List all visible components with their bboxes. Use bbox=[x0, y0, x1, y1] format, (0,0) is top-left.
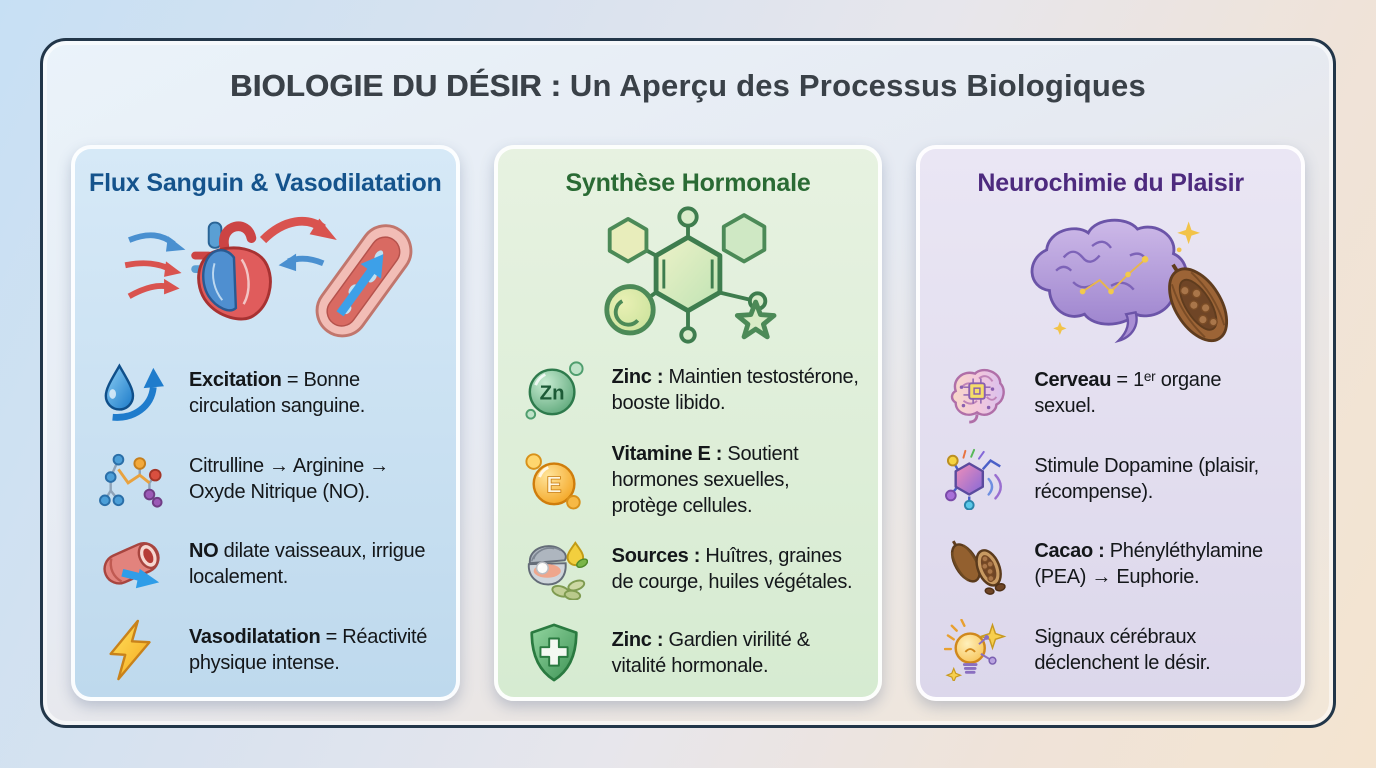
item-text-bold: Cacao : bbox=[1034, 540, 1105, 563]
item-text-rest: Maintien testostérone, booste libido. bbox=[611, 366, 859, 415]
page-title: BIOLOGIE DU DÉSIR : Un Aperçu des Proces… bbox=[43, 67, 1333, 105]
item-text-rest: dilate vaisseaux, irrigue localement. bbox=[189, 540, 426, 589]
card-flux-title: Flux Sanguin & Vasodilatation bbox=[89, 169, 442, 197]
cacao-pods-icon bbox=[934, 533, 1020, 596]
item-text: Vitamine E : Soutient hormones sexuelles… bbox=[612, 441, 860, 519]
card-synthese-hormonale: Synthèse Hormonale bbox=[493, 145, 883, 701]
flux-items: Excitation = Bonne circulation sanguine. bbox=[89, 356, 442, 687]
item-text-rest: = 1ᵉʳ organe sexuel. bbox=[1034, 368, 1222, 417]
vitamin-e-sphere-icon: E bbox=[512, 449, 598, 511]
brain-svg bbox=[1030, 218, 1228, 344]
item-text-rest: Citrulline → Arginine → Oxyde Nitrique (… bbox=[189, 454, 389, 503]
card-neurochimie: Neurochimie du Plaisir bbox=[916, 145, 1305, 701]
vitamin-e-symbol: E bbox=[546, 471, 562, 497]
item-text-rest: Signaux cérébraux déclenchent le désir. bbox=[1034, 626, 1211, 675]
zinc-symbol: Zn bbox=[539, 383, 564, 405]
blood-vessel-icon bbox=[89, 533, 175, 595]
list-item: Cacao : Phényléthylamine (PEA) → Euphori… bbox=[934, 531, 1287, 597]
dopamine-molecule-icon bbox=[934, 448, 1020, 510]
heart-vessel-svg bbox=[124, 217, 413, 338]
item-text-rest: Stimule Dopamine (plaisir, récompense). bbox=[1034, 454, 1259, 503]
item-text: Sources : Huîtres, graines de courge, hu… bbox=[612, 543, 860, 595]
item-text-bold: NO bbox=[189, 540, 219, 563]
item-text: Zinc : Maintien testostérone, booste lib… bbox=[612, 364, 860, 416]
lightbulb-sparkles-icon bbox=[934, 619, 1020, 682]
item-text-rest: Soutient hormones sexuelles, protège cel… bbox=[611, 442, 799, 517]
card-row: Flux Sanguin & Vasodilatation bbox=[71, 145, 1305, 701]
item-text-rest: Gardien virilité & vitalité hormonale. bbox=[611, 628, 810, 677]
card-neuro-title: Neurochimie du Plaisir bbox=[977, 169, 1244, 197]
item-text-bold: Zinc : bbox=[611, 628, 664, 651]
list-item: Stimule Dopamine (plaisir, récompense). bbox=[934, 446, 1287, 512]
list-item: Zn Zinc : Maintien testostérone, booste … bbox=[512, 357, 865, 423]
item-text-bold: Vitamine E : bbox=[611, 442, 723, 465]
neuro-items: Cerveau = 1ᵉʳ organe sexuel. bbox=[934, 356, 1287, 687]
item-text: Excitation = Bonne circulation sanguine. bbox=[189, 367, 437, 419]
list-item: NO dilate vaisseaux, irrigue localement. bbox=[89, 531, 442, 597]
item-text: Cerveau = 1ᵉʳ organe sexuel. bbox=[1034, 367, 1282, 419]
card-flux-sanguin: Flux Sanguin & Vasodilatation bbox=[71, 145, 460, 701]
list-item: Zinc : Gardien virilité & vitalité hormo… bbox=[512, 620, 865, 686]
page-title-rest: Un Aperçu des Processus Biologiques bbox=[561, 68, 1146, 103]
item-text: Vasodilatation = Réactivité physique int… bbox=[189, 624, 437, 676]
hormone-molecule-illustration bbox=[512, 200, 865, 348]
brain-chip-icon bbox=[934, 362, 1020, 424]
infographic-frame: BIOLOGIE DU DÉSIR : Un Aperçu des Proces… bbox=[40, 38, 1336, 728]
item-text-bold: Cerveau bbox=[1034, 368, 1112, 391]
zinc-sphere-icon: Zn bbox=[512, 359, 598, 421]
item-text-rest: Phényléthylamine (PEA) → Euphorie. bbox=[1034, 540, 1263, 589]
brain-and-cacao-illustration bbox=[934, 200, 1287, 348]
amino-acid-molecule-icon bbox=[89, 448, 175, 510]
item-text-rest: Huîtres, graines de courge, huiles végét… bbox=[611, 545, 853, 594]
droplet-up-arrow-icon bbox=[89, 362, 175, 424]
item-text-rest: = Bonne circulation sanguine. bbox=[189, 368, 366, 417]
item-text-bold: Excitation bbox=[189, 368, 282, 391]
item-text: NO dilate vaisseaux, irrigue localement. bbox=[189, 538, 437, 590]
list-item: Signaux cérébraux déclenchent le désir. bbox=[934, 617, 1287, 683]
item-text: Zinc : Gardien virilité & vitalité hormo… bbox=[612, 627, 860, 679]
card-hormone-title: Synthèse Hormonale bbox=[565, 169, 811, 197]
heart-and-vessel-illustration bbox=[89, 200, 442, 348]
hormone-items: Zn Zinc : Maintien testostérone, booste … bbox=[512, 356, 865, 687]
shield-cross-icon bbox=[512, 622, 598, 684]
molecule-svg bbox=[604, 206, 777, 344]
page-title-strong: BIOLOGIE DU DÉSIR : bbox=[230, 68, 562, 103]
item-text-bold: Vasodilatation bbox=[189, 626, 321, 649]
oyster-seeds-oil-icon bbox=[512, 538, 598, 601]
list-item: Sources : Huîtres, graines de courge, hu… bbox=[512, 536, 865, 602]
list-item: Vasodilatation = Réactivité physique int… bbox=[89, 617, 442, 683]
item-text: Signaux cérébraux déclenchent le désir. bbox=[1034, 624, 1282, 676]
item-text: Cacao : Phényléthylamine (PEA) → Euphori… bbox=[1034, 538, 1282, 590]
item-text-bold: Zinc : bbox=[611, 366, 664, 389]
list-item: Cerveau = 1ᵉʳ organe sexuel. bbox=[934, 360, 1287, 426]
list-item: Excitation = Bonne circulation sanguine. bbox=[89, 360, 442, 426]
list-item: E Vitamine E : Soutient hormones sexuell… bbox=[512, 441, 865, 519]
item-text-bold: Sources : bbox=[611, 545, 701, 568]
item-text: Stimule Dopamine (plaisir, récompense). bbox=[1034, 453, 1282, 505]
item-text-rest: = Réactivité physique intense. bbox=[189, 626, 428, 675]
list-item: Citrulline → Arginine → Oxyde Nitrique (… bbox=[89, 446, 442, 512]
lightning-bolt-icon bbox=[89, 619, 175, 681]
item-text: Citrulline → Arginine → Oxyde Nitrique (… bbox=[189, 453, 437, 505]
